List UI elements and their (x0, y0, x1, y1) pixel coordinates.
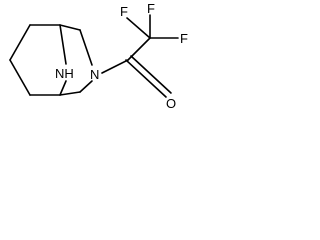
structure-diagram: NH N O F F F (0, 0, 199, 127)
bond-ch2-ring-n-bottom (79, 80, 93, 93)
bond-ch2-ring-n-top (79, 29, 93, 66)
atom-label-f-top: F (147, 1, 155, 16)
molecule-drawing: NH N O F F F (9, 1, 188, 111)
bond-bridgehead-top-nh (59, 24, 67, 65)
atom-label-f-right: F (180, 31, 188, 46)
bond-nh-bridgehead-bottom (59, 80, 67, 96)
atom-label-nh: NH (55, 66, 74, 81)
atom-label-ring-n: N (90, 67, 99, 82)
atom-label-f-left: F (120, 4, 128, 19)
atom-label-carbonyl-o: O (166, 96, 176, 111)
bond-carbonyl-o-2 (130, 55, 172, 94)
bond-bridgehead-bottom-ch2 (59, 91, 81, 96)
bond-c1-c2 (9, 24, 31, 61)
bond-ring-n-carbonyl (101, 59, 129, 74)
bond-bridgehead-top-ch2 (59, 24, 81, 31)
bond-cf3-f-left (126, 17, 151, 39)
bond-carbonyl-o-1 (125, 59, 167, 98)
bond-c1-c3 (9, 59, 31, 96)
